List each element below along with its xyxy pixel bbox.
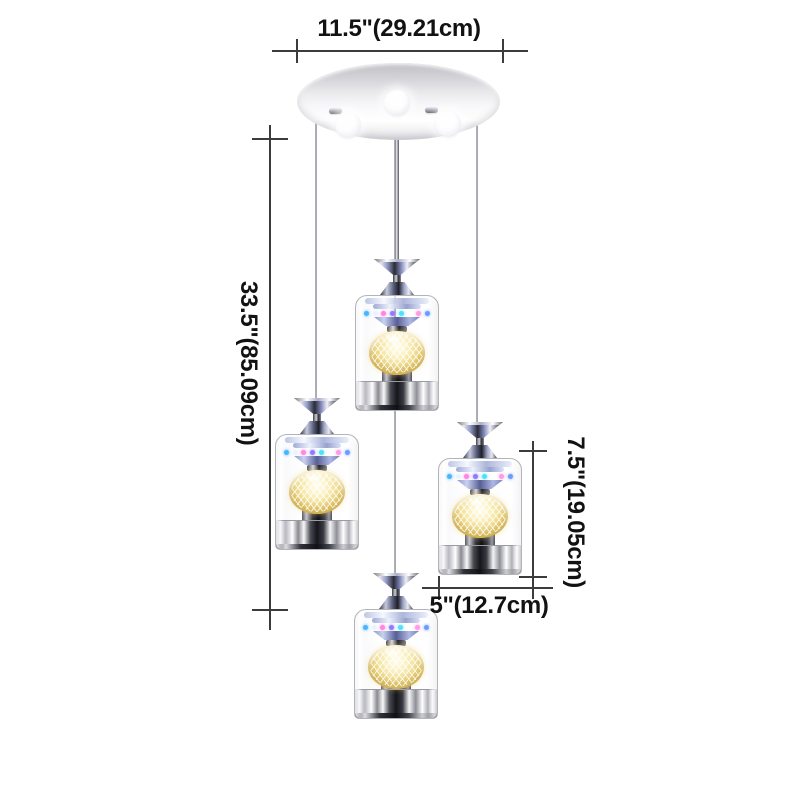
led-dot (372, 310, 378, 316)
finial-stem (313, 414, 321, 421)
cord-grip-screw (425, 107, 438, 113)
suspension-rod-center (395, 104, 399, 261)
led-dot (407, 310, 413, 316)
finial-cup (457, 422, 503, 438)
led-dot (380, 624, 386, 630)
dimension-label-overall-drop: 33.5"(85.09cm) (235, 280, 263, 446)
led-dot (424, 310, 430, 316)
led-dot (415, 624, 421, 630)
chrome-finial (438, 422, 522, 458)
mesh-globe-bulb (289, 470, 345, 514)
finial-cup (294, 398, 340, 414)
reflector-cone (373, 631, 419, 640)
led-ring (364, 309, 430, 317)
bulb-grip-center (384, 90, 410, 116)
chrome-finial (355, 259, 439, 295)
led-dot (507, 473, 513, 479)
dimension-label-canopy-width: 11.5"(29.21cm) (317, 15, 481, 42)
suspension-cord-right (476, 102, 478, 424)
led-dot (455, 473, 461, 479)
chrome-base-band (439, 545, 521, 569)
led-dot (464, 473, 470, 479)
chrome-finial (275, 398, 359, 434)
glass-cylinder-shade (438, 458, 522, 575)
led-dot (284, 449, 289, 455)
finial-skirt (463, 445, 497, 458)
glass-cylinder-shade (275, 434, 359, 550)
cord-grip-screw (329, 108, 342, 114)
suspension-cord-left (315, 100, 317, 400)
led-dot (473, 473, 479, 479)
dimension-line-canopy-width (272, 50, 528, 52)
led-dot (423, 624, 429, 630)
led-dot (381, 310, 387, 316)
led-dot (364, 310, 369, 316)
ceiling-canopy (297, 63, 500, 140)
dimension-line-shade-diameter (422, 587, 553, 589)
led-dot (310, 449, 316, 455)
reflector-cone (374, 317, 420, 326)
bulb-grip-left (335, 112, 361, 138)
led-dot (389, 624, 395, 630)
finial-skirt (300, 421, 334, 434)
mesh-globe-bulb (452, 494, 508, 538)
chrome-base-band (276, 520, 358, 544)
mesh-globe-bulb (368, 645, 424, 689)
led-dot (481, 473, 487, 479)
reflector-cone (294, 456, 340, 465)
led-dot (416, 310, 422, 316)
mesh-globe-bulb (369, 331, 425, 375)
dimension-label-shade-height: 7.5"(19.05cm) (562, 436, 590, 588)
finial-cup (374, 259, 420, 275)
led-ring (363, 623, 429, 631)
finial-skirt (379, 596, 413, 609)
led-dot (363, 624, 368, 630)
led-dot (499, 473, 505, 479)
dimension-tick (532, 575, 534, 599)
dimension-label-shade-diameter: 5"(12.7cm) (429, 592, 549, 619)
dimension-tick (296, 39, 298, 63)
dimension-tick (519, 450, 547, 452)
led-ring (447, 472, 513, 480)
bulb-grip-right (435, 111, 461, 137)
reflector-cone (457, 480, 503, 489)
led-dot (406, 624, 412, 630)
base-rim (355, 713, 437, 718)
dimension-tick (502, 39, 504, 63)
base-rim (439, 569, 521, 574)
led-ring (284, 448, 350, 456)
led-dot (390, 310, 396, 316)
chrome-finial (354, 573, 438, 609)
base-rim (356, 405, 438, 410)
finial-cup (373, 573, 419, 589)
led-dot (292, 449, 298, 455)
finial-stem (392, 589, 400, 596)
led-dot (318, 449, 324, 455)
led-dot (397, 624, 403, 630)
finial-skirt (380, 282, 414, 295)
led-dot (344, 449, 350, 455)
base-rim (276, 544, 358, 549)
dimension-line-overall-drop (269, 125, 271, 630)
led-dot (398, 310, 404, 316)
dimension-tick (438, 576, 440, 600)
chrome-base-band (356, 381, 438, 405)
dimension-line-shade-height (532, 441, 534, 588)
finial-stem (476, 438, 484, 445)
led-dot (301, 449, 307, 455)
glass-cylinder-shade (354, 609, 438, 719)
led-dot (447, 473, 452, 479)
led-dot (371, 624, 377, 630)
dimension-tick (252, 609, 288, 611)
finial-stem (393, 275, 401, 282)
led-dot (327, 449, 333, 455)
led-dot (336, 449, 342, 455)
glass-cylinder-shade (355, 295, 439, 411)
dimension-tick (252, 138, 288, 140)
chrome-base-band (355, 689, 437, 713)
led-dot (490, 473, 496, 479)
